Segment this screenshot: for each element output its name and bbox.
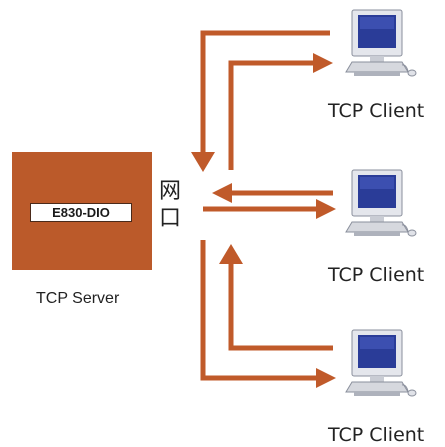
arrowhead-up-server: [219, 244, 243, 264]
arrowhead-right-client2: [316, 199, 336, 219]
arrow-client3-to-server: [228, 262, 333, 351]
arrowhead-left-server: [212, 183, 232, 203]
arrowhead-right-client3: [316, 368, 336, 388]
desktop-computer-icon: [345, 169, 417, 237]
arrow-client1-to-server: [200, 30, 330, 155]
port-label-char-1: 网: [158, 179, 181, 204]
client-caption-2: TCP Client: [328, 264, 425, 286]
arrow-server-to-client1: [228, 60, 315, 170]
desktop-computer-icon: [345, 9, 417, 77]
port-label-char-2: 口: [158, 206, 181, 231]
server-device-label: E830-DIO: [30, 203, 132, 222]
client-caption-3: TCP Client: [328, 424, 425, 446]
arrow-heads: [191, 53, 336, 388]
connection-arrows: [200, 30, 333, 381]
desktop-computer-icon: [345, 329, 417, 397]
arrowhead-right-client1: [313, 53, 333, 73]
client-caption-1: TCP Client: [328, 100, 425, 122]
arrow-server-to-client3: [200, 240, 318, 381]
arrowhead-down-server: [191, 152, 215, 172]
server-caption: TCP Server: [36, 290, 120, 307]
network-port-label: 网 口: [157, 178, 183, 232]
